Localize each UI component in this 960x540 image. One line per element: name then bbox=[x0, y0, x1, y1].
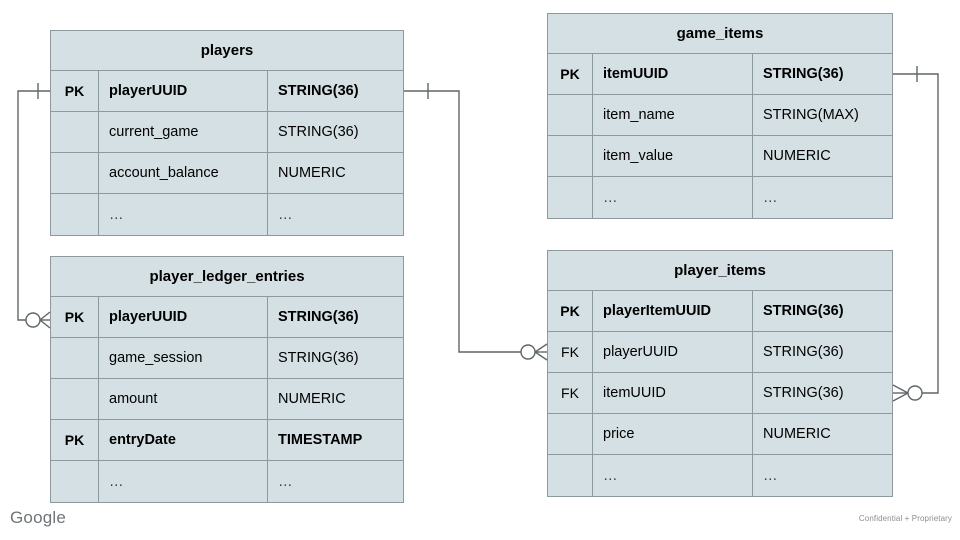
google-logo: Google bbox=[10, 508, 67, 527]
table-row[interactable]: PK playerUUID STRING(36) bbox=[51, 71, 403, 112]
row-key-badge: PK bbox=[51, 297, 99, 337]
relationship-game-items-to-player-items[interactable] bbox=[892, 66, 939, 402]
cardinality-zero-circle bbox=[25, 312, 41, 328]
cardinality-zero-circle bbox=[520, 344, 536, 360]
table-row[interactable]: item_name STRING(MAX) bbox=[548, 95, 892, 136]
row-field-type: STRING(36) bbox=[763, 385, 844, 401]
entity-table-player-ledger-entries[interactable]: player_ledger_entries PK playerUUID STRI… bbox=[50, 256, 404, 503]
row-field-name: … bbox=[593, 177, 753, 218]
row-key-badge bbox=[51, 194, 99, 235]
table-row[interactable]: FK playerUUID STRING(36) bbox=[548, 332, 892, 373]
row-key-badge: FK bbox=[548, 332, 593, 372]
row-key-badge bbox=[548, 177, 593, 218]
row-key-badge: FK bbox=[548, 373, 593, 413]
row-field-type: STRING(36) bbox=[278, 83, 359, 99]
table-row[interactable]: … … bbox=[548, 455, 892, 496]
row-key-badge bbox=[548, 95, 593, 135]
row-field-type: STRING(36) bbox=[278, 350, 359, 366]
row-key-badge: PK bbox=[548, 291, 593, 331]
table-row[interactable]: game_session STRING(36) bbox=[51, 338, 403, 379]
row-field-name: … bbox=[593, 455, 753, 496]
row-field-type: NUMERIC bbox=[278, 391, 346, 407]
row-field-name: entryDate bbox=[99, 420, 268, 460]
row-field-name: item_value bbox=[593, 136, 753, 176]
row-field-type: NUMERIC bbox=[763, 148, 831, 164]
row-field-type: STRING(36) bbox=[278, 124, 359, 140]
relationship-players-to-player-items[interactable] bbox=[404, 83, 548, 361]
table-row[interactable]: FK itemUUID STRING(36) bbox=[548, 373, 892, 414]
row-key-badge: PK bbox=[548, 54, 593, 94]
cardinality-many-crowsfoot bbox=[39, 311, 51, 329]
table-row[interactable]: PK playerUUID STRING(36) bbox=[51, 297, 403, 338]
row-key-badge bbox=[51, 153, 99, 193]
row-key-badge bbox=[548, 414, 593, 454]
row-field-type: … bbox=[763, 467, 779, 484]
cardinality-zero-circle bbox=[907, 385, 923, 401]
row-field-type: TIMESTAMP bbox=[278, 432, 363, 448]
row-field-type: STRING(MAX) bbox=[763, 107, 859, 123]
row-field-type: NUMERIC bbox=[278, 165, 346, 181]
row-key-badge: PK bbox=[51, 420, 99, 460]
table-row[interactable]: account_balance NUMERIC bbox=[51, 153, 403, 194]
row-key-badge bbox=[548, 455, 593, 496]
row-field-name: current_game bbox=[99, 112, 268, 152]
row-field-name: game_session bbox=[99, 338, 268, 378]
table-row[interactable]: … … bbox=[51, 194, 403, 235]
row-field-type: … bbox=[763, 189, 779, 206]
row-field-type: … bbox=[278, 206, 294, 223]
row-field-name: playerUUID bbox=[99, 71, 268, 111]
table-row[interactable]: … … bbox=[548, 177, 892, 218]
table-row[interactable]: PK playerItemUUID STRING(36) bbox=[548, 291, 892, 332]
confidential-notice: Confidential + Proprietary bbox=[858, 514, 952, 523]
row-key-badge bbox=[548, 136, 593, 176]
table-row[interactable]: current_game STRING(36) bbox=[51, 112, 403, 153]
table-row[interactable]: price NUMERIC bbox=[548, 414, 892, 455]
row-key-badge bbox=[51, 338, 99, 378]
row-field-name: amount bbox=[99, 379, 268, 419]
cardinality-many-crowsfoot bbox=[534, 343, 548, 361]
relationship-players-to-player-ledger-entries[interactable] bbox=[17, 83, 51, 329]
row-key-badge bbox=[51, 112, 99, 152]
row-field-type: … bbox=[278, 473, 294, 490]
row-field-type: STRING(36) bbox=[763, 344, 844, 360]
row-field-type: NUMERIC bbox=[763, 426, 831, 442]
row-field-name: … bbox=[99, 461, 268, 502]
cardinality-many-crowsfoot bbox=[892, 384, 909, 402]
row-key-badge: PK bbox=[51, 71, 99, 111]
entity-title-player-ledger-entries: player_ledger_entries bbox=[51, 257, 403, 297]
row-field-name: playerUUID bbox=[99, 297, 268, 337]
row-field-type: STRING(36) bbox=[763, 303, 844, 319]
row-field-type: STRING(36) bbox=[278, 309, 359, 325]
table-row[interactable]: amount NUMERIC bbox=[51, 379, 403, 420]
table-row[interactable]: PK itemUUID STRING(36) bbox=[548, 54, 892, 95]
table-row[interactable]: item_value NUMERIC bbox=[548, 136, 892, 177]
table-row[interactable]: … … bbox=[51, 461, 403, 502]
entity-title-player-items: player_items bbox=[548, 251, 892, 291]
table-row[interactable]: PK entryDate TIMESTAMP bbox=[51, 420, 403, 461]
row-key-badge bbox=[51, 379, 99, 419]
row-field-name: itemUUID bbox=[593, 54, 753, 94]
entity-table-players[interactable]: players PK playerUUID STRING(36) current… bbox=[50, 30, 404, 236]
row-field-name: … bbox=[99, 194, 268, 235]
row-field-name: itemUUID bbox=[593, 373, 753, 413]
row-field-name: account_balance bbox=[99, 153, 268, 193]
row-key-badge bbox=[51, 461, 99, 502]
row-field-name: price bbox=[593, 414, 753, 454]
row-field-name: playerItemUUID bbox=[593, 291, 753, 331]
entity-table-player-items[interactable]: player_items PK playerItemUUID STRING(36… bbox=[547, 250, 893, 497]
row-field-name: item_name bbox=[593, 95, 753, 135]
entity-title-game-items: game_items bbox=[548, 14, 892, 54]
row-field-name: playerUUID bbox=[593, 332, 753, 372]
row-field-type: STRING(36) bbox=[763, 66, 844, 82]
entity-title-players: players bbox=[51, 31, 403, 71]
entity-table-game-items[interactable]: game_items PK itemUUID STRING(36) item_n… bbox=[547, 13, 893, 219]
